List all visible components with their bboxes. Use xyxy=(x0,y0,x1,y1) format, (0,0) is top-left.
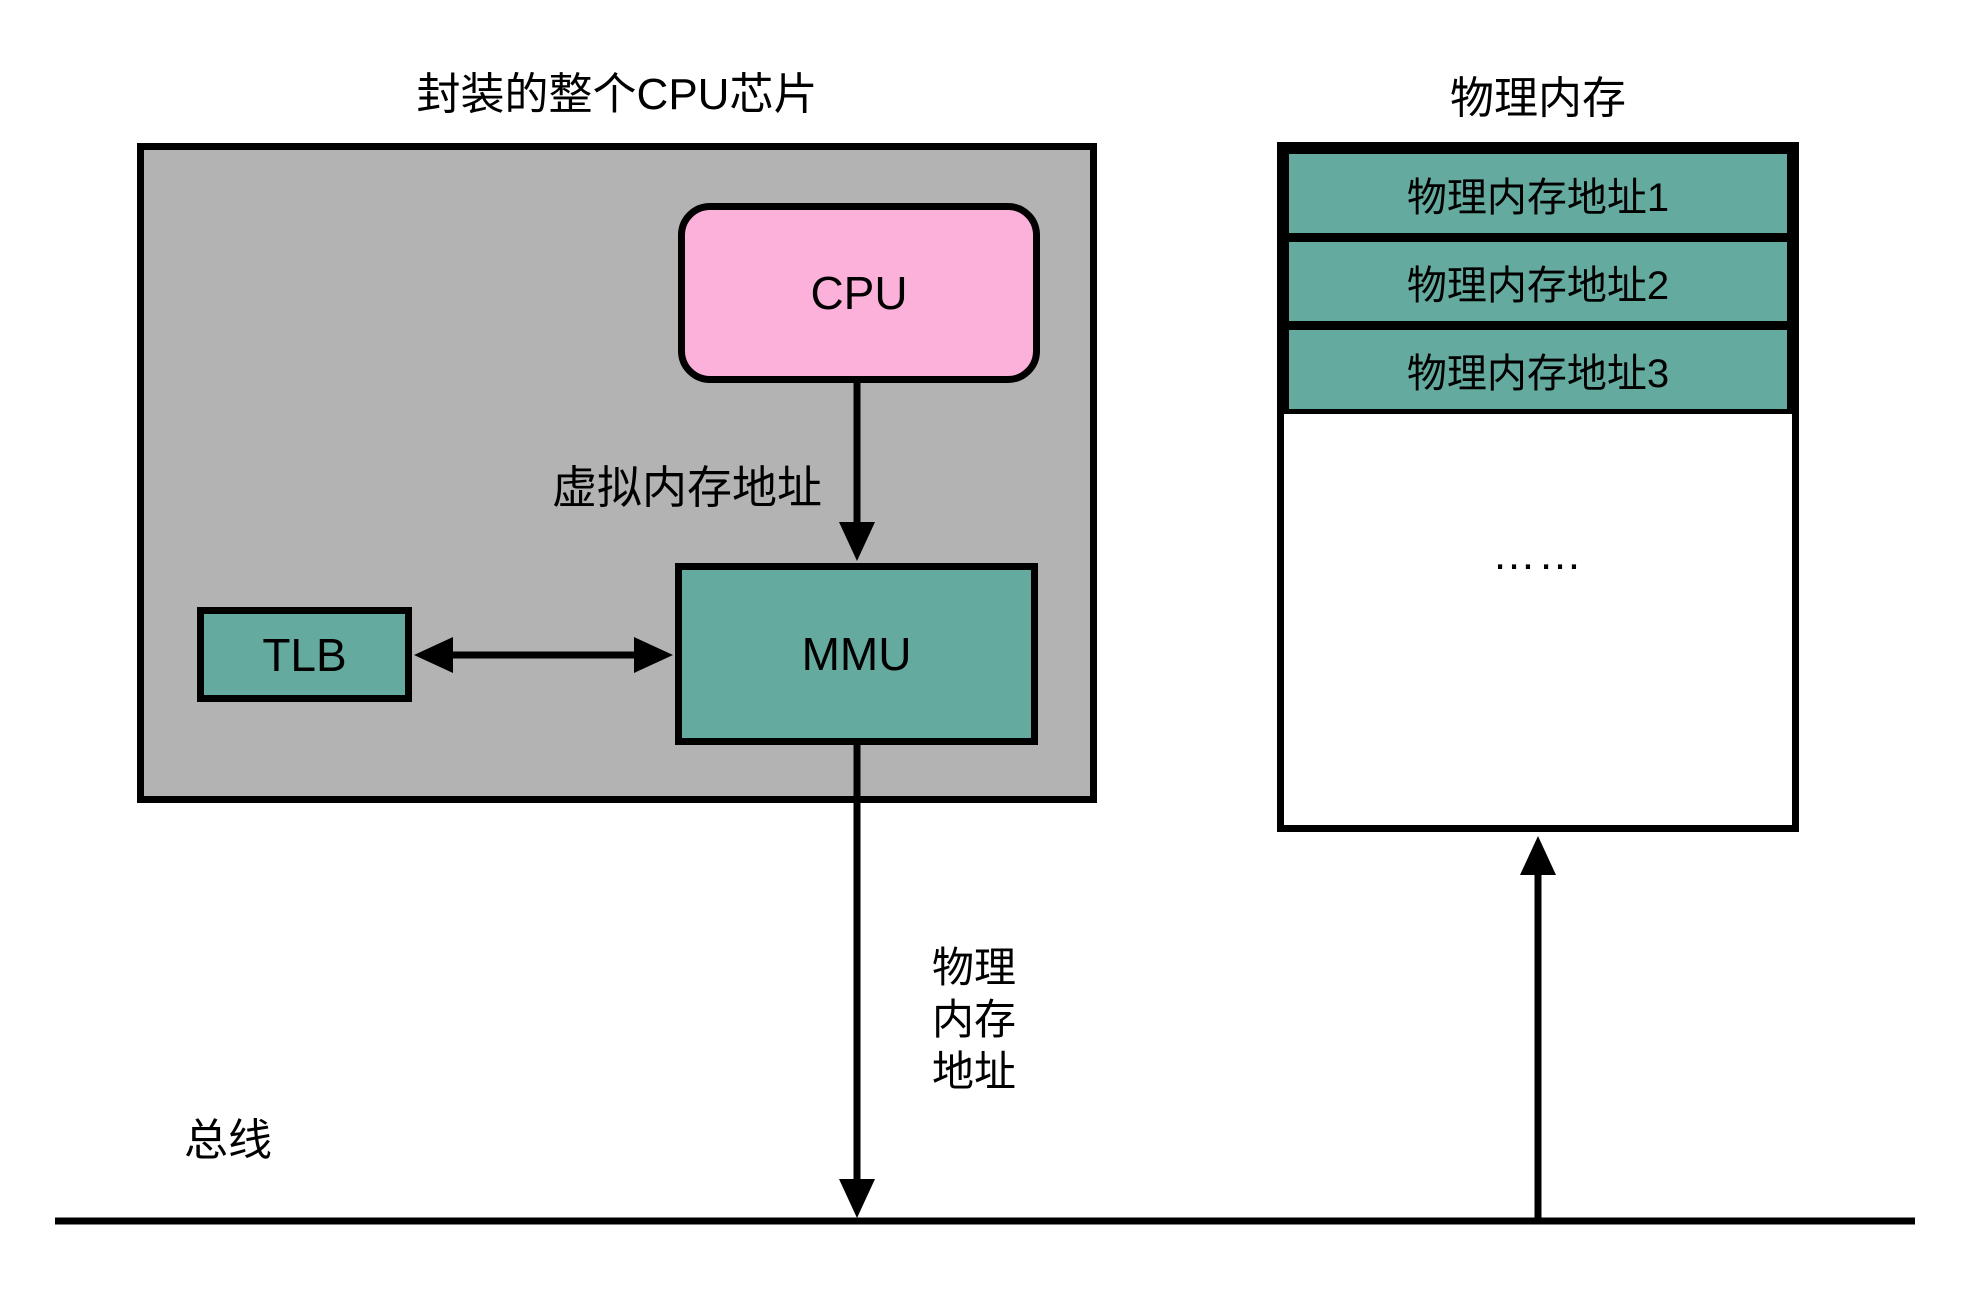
mmu-label: MMU xyxy=(801,628,912,680)
tlb-label: TLB xyxy=(262,628,347,681)
physical-memory-title: 物理内存 xyxy=(1450,74,1626,123)
virtual-address-label: 虚拟内存地址 xyxy=(552,462,823,513)
physical-memory-box: 物理内存地址1 物理内存地址2 物理内存地址3 xyxy=(1277,142,1799,832)
mmu-to-bus-arrow xyxy=(839,745,875,1218)
cpu-box: CPU xyxy=(678,203,1040,383)
tlb-box: TLB xyxy=(197,607,412,702)
memory-row: 物理内存地址1 xyxy=(1284,149,1792,238)
bus-label: 总线 xyxy=(184,1116,272,1165)
memory-ellipsis: …… xyxy=(1492,530,1584,579)
physical-address-label-line: 地址 xyxy=(932,1048,1017,1095)
physical-address-label-line: 内存 xyxy=(932,996,1017,1043)
physical-address-label: 物理 内存 地址 xyxy=(932,942,1016,1098)
bus-to-memory-arrow xyxy=(1520,836,1556,1221)
physical-address-label-line: 物理 xyxy=(932,944,1017,991)
memory-row: 物理内存地址3 xyxy=(1284,325,1792,414)
memory-row: 物理内存地址2 xyxy=(1284,237,1792,326)
cpu-chip-title: 封装的整个CPU芯片 xyxy=(416,70,818,119)
mmu-box: MMU xyxy=(675,563,1038,745)
cpu-label: CPU xyxy=(810,267,908,319)
